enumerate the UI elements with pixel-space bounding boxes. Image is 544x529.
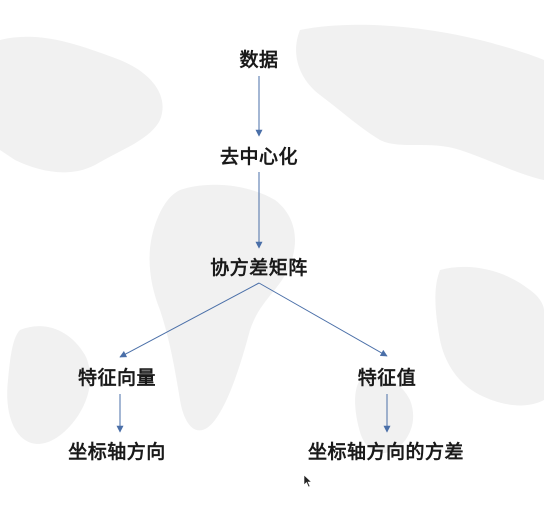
node-covariance-matrix: 协方差矩阵 [210,257,308,279]
node-axis-direction-variance: 坐标轴方向的方差 [307,441,465,463]
node-eigenvector: 特征向量 [77,367,157,389]
edge-covariance-to-eigenvalue [258,282,388,357]
mouse-pointer-icon [303,474,313,488]
node-eigenvalue: 特征值 [357,367,417,389]
node-axis-direction: 坐标轴方向 [68,441,166,463]
edge-covariance-to-eigenvector [119,282,260,358]
node-data: 数据 [239,49,279,71]
node-centering: 去中心化 [219,146,299,168]
